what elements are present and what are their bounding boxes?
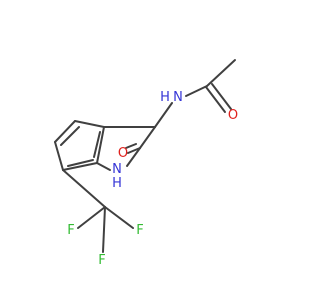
acetyl-carbonyl-bond-a <box>205 86 226 113</box>
molecule-diagram: N H O O N H F F F <box>54 59 238 268</box>
cf3-f-left-bond <box>77 206 106 229</box>
acetamide-n-c-bond <box>185 85 208 97</box>
amide-nitrogen-label: N <box>173 90 183 105</box>
ring-hydrogen-label: H <box>112 176 122 191</box>
c3-c2-bond <box>139 126 156 149</box>
benzene-bond-4 <box>62 162 98 171</box>
ring-nitrogen-label: N <box>112 162 122 177</box>
benzene-bond-2 <box>54 120 76 143</box>
c2-o-bond-a <box>127 147 141 154</box>
fluorine-label-left: F <box>67 223 74 238</box>
structure-svg: N H O O N H F F F <box>54 59 238 268</box>
c2-n1-bond <box>126 147 141 167</box>
lactam-oxygen-label: O <box>118 146 128 161</box>
acetyl-methyl-bond <box>206 59 236 87</box>
n1-c7a-bond <box>96 162 111 171</box>
c7a-c3a-bond <box>96 126 105 164</box>
c2-o-bond-b <box>125 143 137 149</box>
c7-cf3-bond <box>62 169 106 208</box>
benzene-bond-3 <box>54 141 64 171</box>
cf3-f-right-bond <box>104 206 134 229</box>
amide-hydrogen-label: H <box>160 90 170 105</box>
atom-label-layer: N H O O N H F F F <box>67 90 238 268</box>
fluorine-label-bottom: F <box>98 253 105 268</box>
fluorine-label-right: F <box>136 223 143 238</box>
c3-amide-n-bond <box>154 102 173 128</box>
acetyl-oxygen-label: O <box>228 108 238 123</box>
benzene-bond-1 <box>74 120 105 128</box>
acetyl-carbonyl-bond-b <box>211 83 232 110</box>
cf3-f-bottom-bond <box>102 206 106 253</box>
benzene-inner-1 <box>60 126 80 146</box>
bond-layer <box>54 59 236 253</box>
benzene-inner-3 <box>93 131 101 158</box>
benzene-inner-2 <box>67 159 94 167</box>
